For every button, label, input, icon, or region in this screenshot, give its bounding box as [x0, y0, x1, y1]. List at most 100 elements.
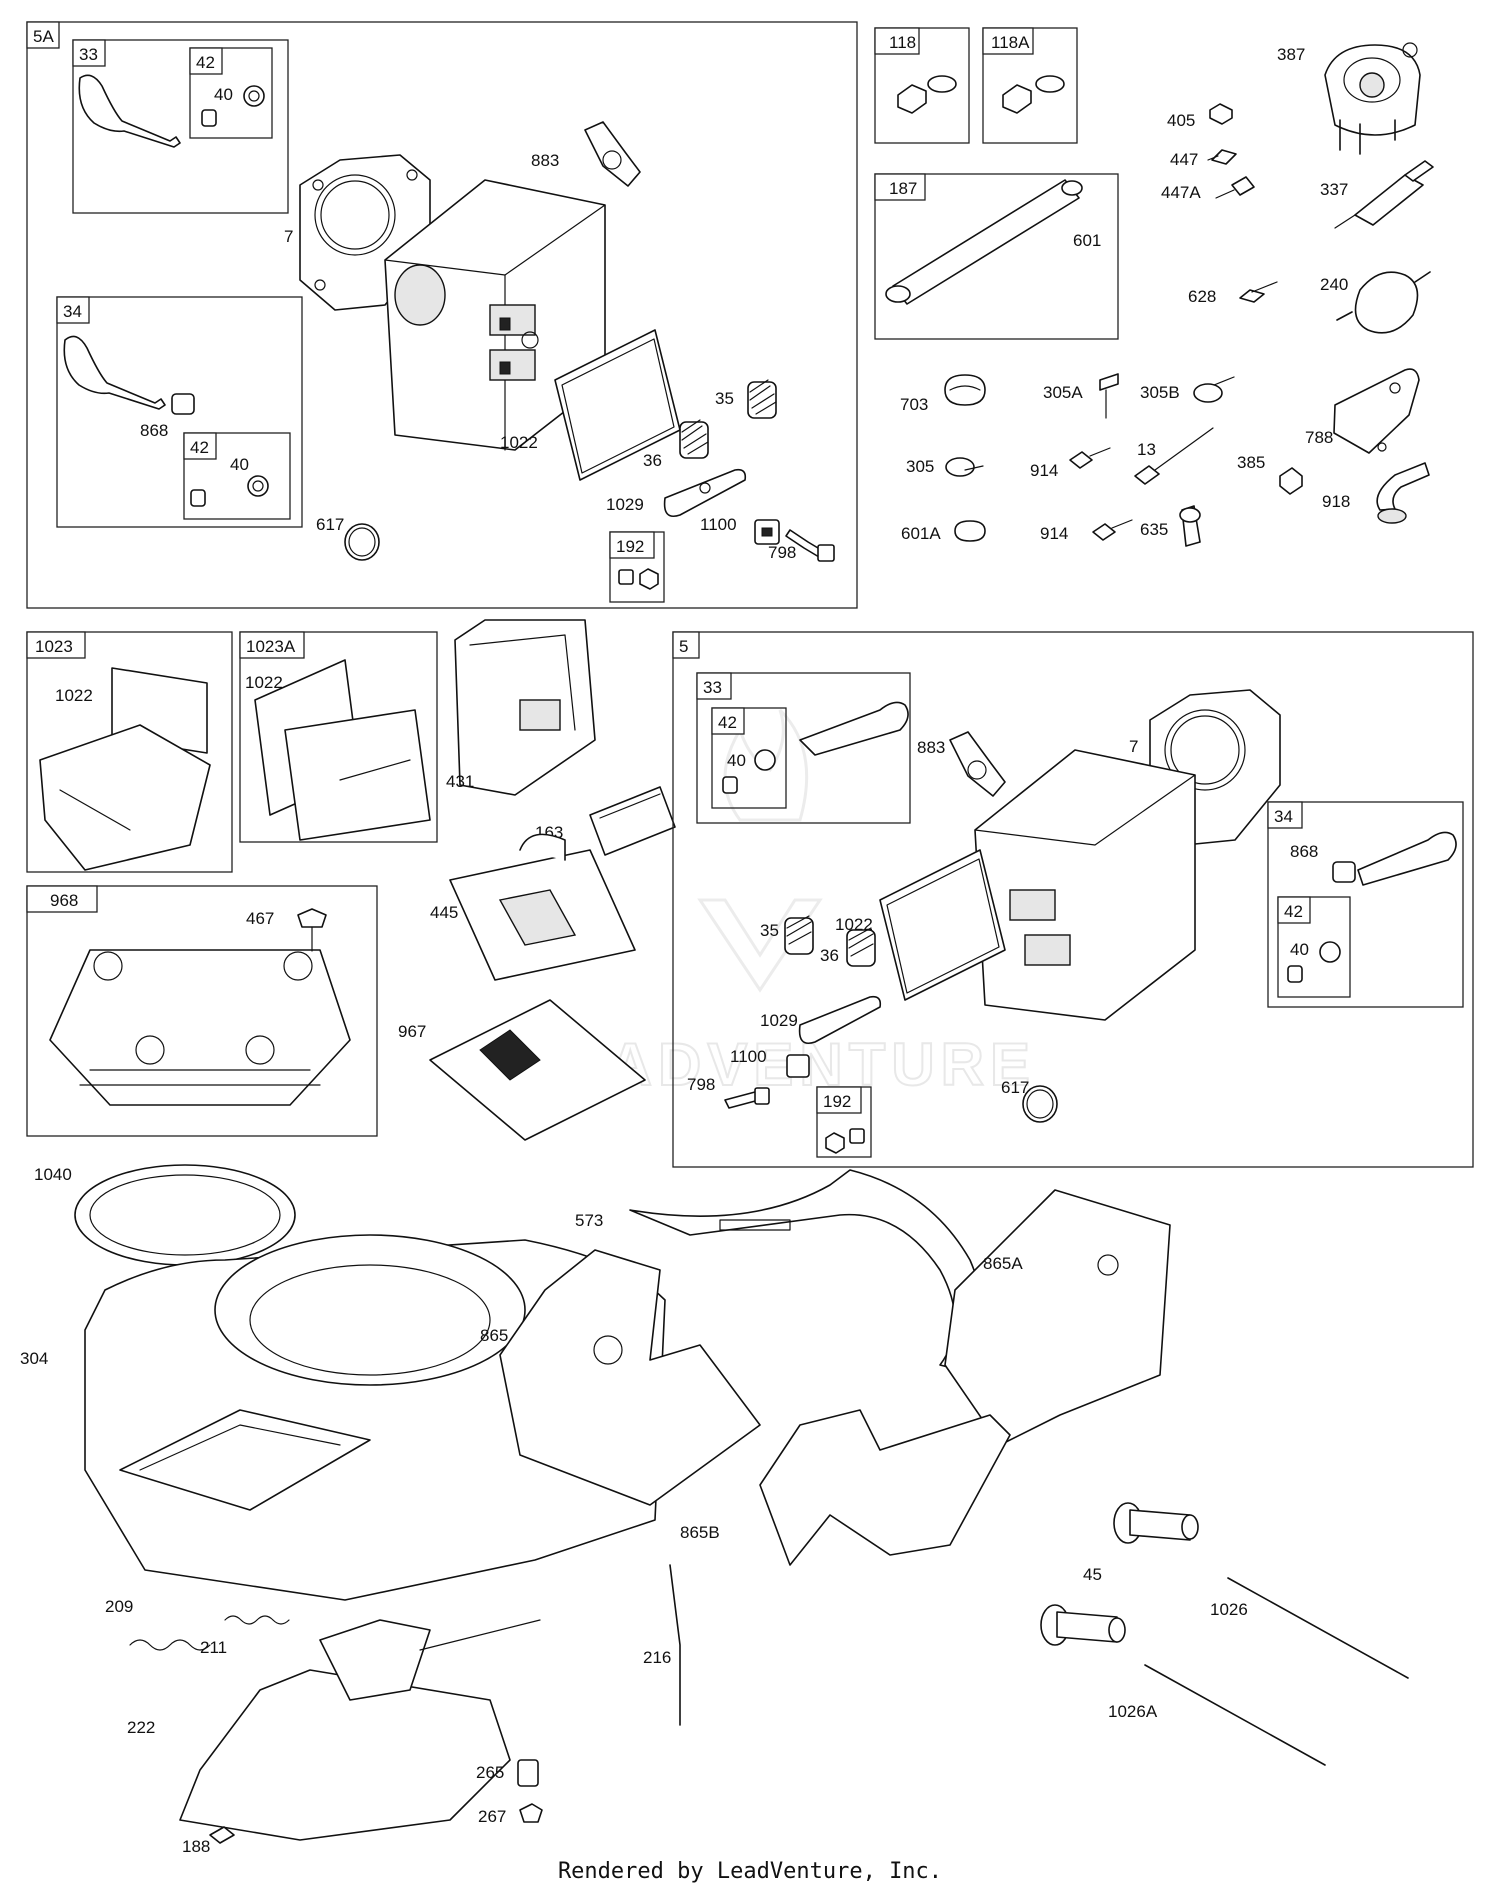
kit-118a-box: 118A — [982, 27, 1078, 144]
rocker-arm-1029-top — [663, 468, 747, 517]
svg-text:865B: 865B — [680, 1523, 720, 1542]
svg-text:1100: 1100 — [700, 515, 737, 534]
svg-text:188: 188 — [182, 1837, 210, 1856]
svg-text:1100: 1100 — [730, 1047, 767, 1066]
screw-192-bot-box: 192 — [816, 1086, 872, 1158]
svg-text:467: 467 — [246, 909, 274, 928]
svg-text:1026A: 1026A — [1108, 1702, 1158, 1721]
svg-text:788: 788 — [1305, 428, 1333, 447]
screw-628 — [1239, 281, 1278, 303]
svg-text:40: 40 — [1290, 940, 1309, 959]
fuel-filter-240 — [1336, 271, 1431, 334]
valve-spring-35-top — [747, 379, 777, 419]
screw-447 — [1207, 149, 1237, 165]
shroud-865 — [499, 1249, 761, 1506]
svg-text:7: 7 — [1129, 737, 1138, 756]
valve-33-top-box: 33 — [72, 39, 289, 214]
svg-text:267: 267 — [478, 1807, 506, 1826]
exhaust-gasket-883-top — [584, 121, 641, 187]
baffle-865b — [759, 1409, 1011, 1566]
svg-text:40: 40 — [230, 455, 249, 474]
screw-305 — [945, 457, 984, 477]
svg-text:868: 868 — [140, 421, 168, 440]
svg-text:209: 209 — [105, 1597, 133, 1616]
cover-1023-box: 1023 — [26, 631, 233, 873]
valve-34-top-box: 34 — [56, 296, 303, 528]
rocker-nut-1100-top — [754, 519, 780, 545]
svg-text:1040: 1040 — [34, 1165, 72, 1184]
screw-447a — [1215, 176, 1255, 199]
svg-text:865: 865 — [480, 1326, 508, 1345]
svg-text:883: 883 — [531, 151, 559, 170]
svg-text:33: 33 — [79, 45, 98, 64]
screw-305b — [1193, 376, 1235, 403]
svg-text:240: 240 — [1320, 275, 1348, 294]
valve-keeper — [201, 109, 217, 127]
seal-42-bot2-box: 42 — [1277, 896, 1351, 998]
shroud-865a — [944, 1189, 1171, 1446]
kit-5a-tag: 5A — [33, 27, 54, 46]
clip-265 — [517, 1759, 539, 1787]
screw-188 — [209, 1826, 235, 1844]
governor-control-222 — [179, 1619, 541, 1841]
svg-text:635: 635 — [1140, 520, 1168, 539]
seal-42-top-box: 42 — [189, 47, 273, 139]
svg-text:36: 36 — [820, 946, 839, 965]
cylinder-head-bot — [974, 749, 1196, 1021]
svg-text:798: 798 — [687, 1075, 715, 1094]
svg-text:1023A: 1023A — [246, 637, 296, 656]
knob-467 — [297, 908, 327, 952]
svg-text:617: 617 — [1001, 1078, 1029, 1097]
rod-1026a — [1144, 1664, 1326, 1766]
svg-text:385: 385 — [1237, 453, 1265, 472]
rocker-stud-798-top — [785, 529, 835, 562]
svg-text:1026: 1026 — [1210, 1600, 1248, 1619]
fitting-635 — [1179, 505, 1201, 547]
svg-text:40: 40 — [214, 85, 233, 104]
svg-text:34: 34 — [1274, 807, 1293, 826]
svg-text:35: 35 — [715, 389, 734, 408]
valve-33-bot-box: 33 — [696, 672, 911, 824]
svg-text:304: 304 — [20, 1349, 48, 1368]
pre-cleaner-967 — [429, 999, 646, 1141]
svg-text:42: 42 — [190, 438, 209, 457]
svg-text:1022: 1022 — [55, 686, 93, 705]
cover-1023a-box: 1023A — [239, 631, 438, 843]
svg-text:628: 628 — [1188, 287, 1216, 306]
svg-text:36: 36 — [643, 451, 662, 470]
svg-text:42: 42 — [196, 53, 215, 72]
screw-914-b — [1092, 519, 1133, 541]
svg-text:617: 617 — [316, 515, 344, 534]
svg-text:305A: 305A — [1043, 383, 1083, 402]
svg-text:337: 337 — [1320, 180, 1348, 199]
cylinder-head-top — [384, 179, 606, 451]
svg-text:192: 192 — [616, 537, 644, 556]
valve-34-bot-box: 34 — [1267, 801, 1464, 1008]
svg-text:601A: 601A — [901, 524, 941, 543]
svg-text:918: 918 — [1322, 492, 1350, 511]
o-ring-617-bot — [1022, 1085, 1058, 1123]
pin-45 — [1040, 1502, 1199, 1646]
stud-305a — [1099, 373, 1119, 419]
valve-cover-gasket-1022-bot — [879, 849, 1006, 1001]
svg-text:265: 265 — [476, 1763, 504, 1782]
valve-seal — [243, 85, 265, 107]
kit-5a-box: 5A — [26, 21, 858, 609]
intake-valve-33 — [78, 74, 181, 148]
screw-914-a — [1069, 447, 1111, 469]
air-guide-431 — [454, 619, 596, 796]
svg-text:405: 405 — [1167, 111, 1195, 130]
svg-text:42: 42 — [718, 713, 737, 732]
svg-text:13: 13 — [1137, 440, 1156, 459]
svg-text:45: 45 — [1083, 1565, 1102, 1584]
svg-text:883: 883 — [917, 738, 945, 757]
air-guide-573 — [629, 1169, 984, 1371]
svg-text:914: 914 — [1030, 461, 1058, 480]
svg-text:35: 35 — [760, 921, 779, 940]
svg-text:222: 222 — [127, 1718, 155, 1737]
svg-text:447: 447 — [1170, 150, 1198, 169]
clamp-601a — [954, 520, 986, 542]
o-ring-617-top — [344, 523, 380, 561]
svg-text:445: 445 — [430, 903, 458, 922]
